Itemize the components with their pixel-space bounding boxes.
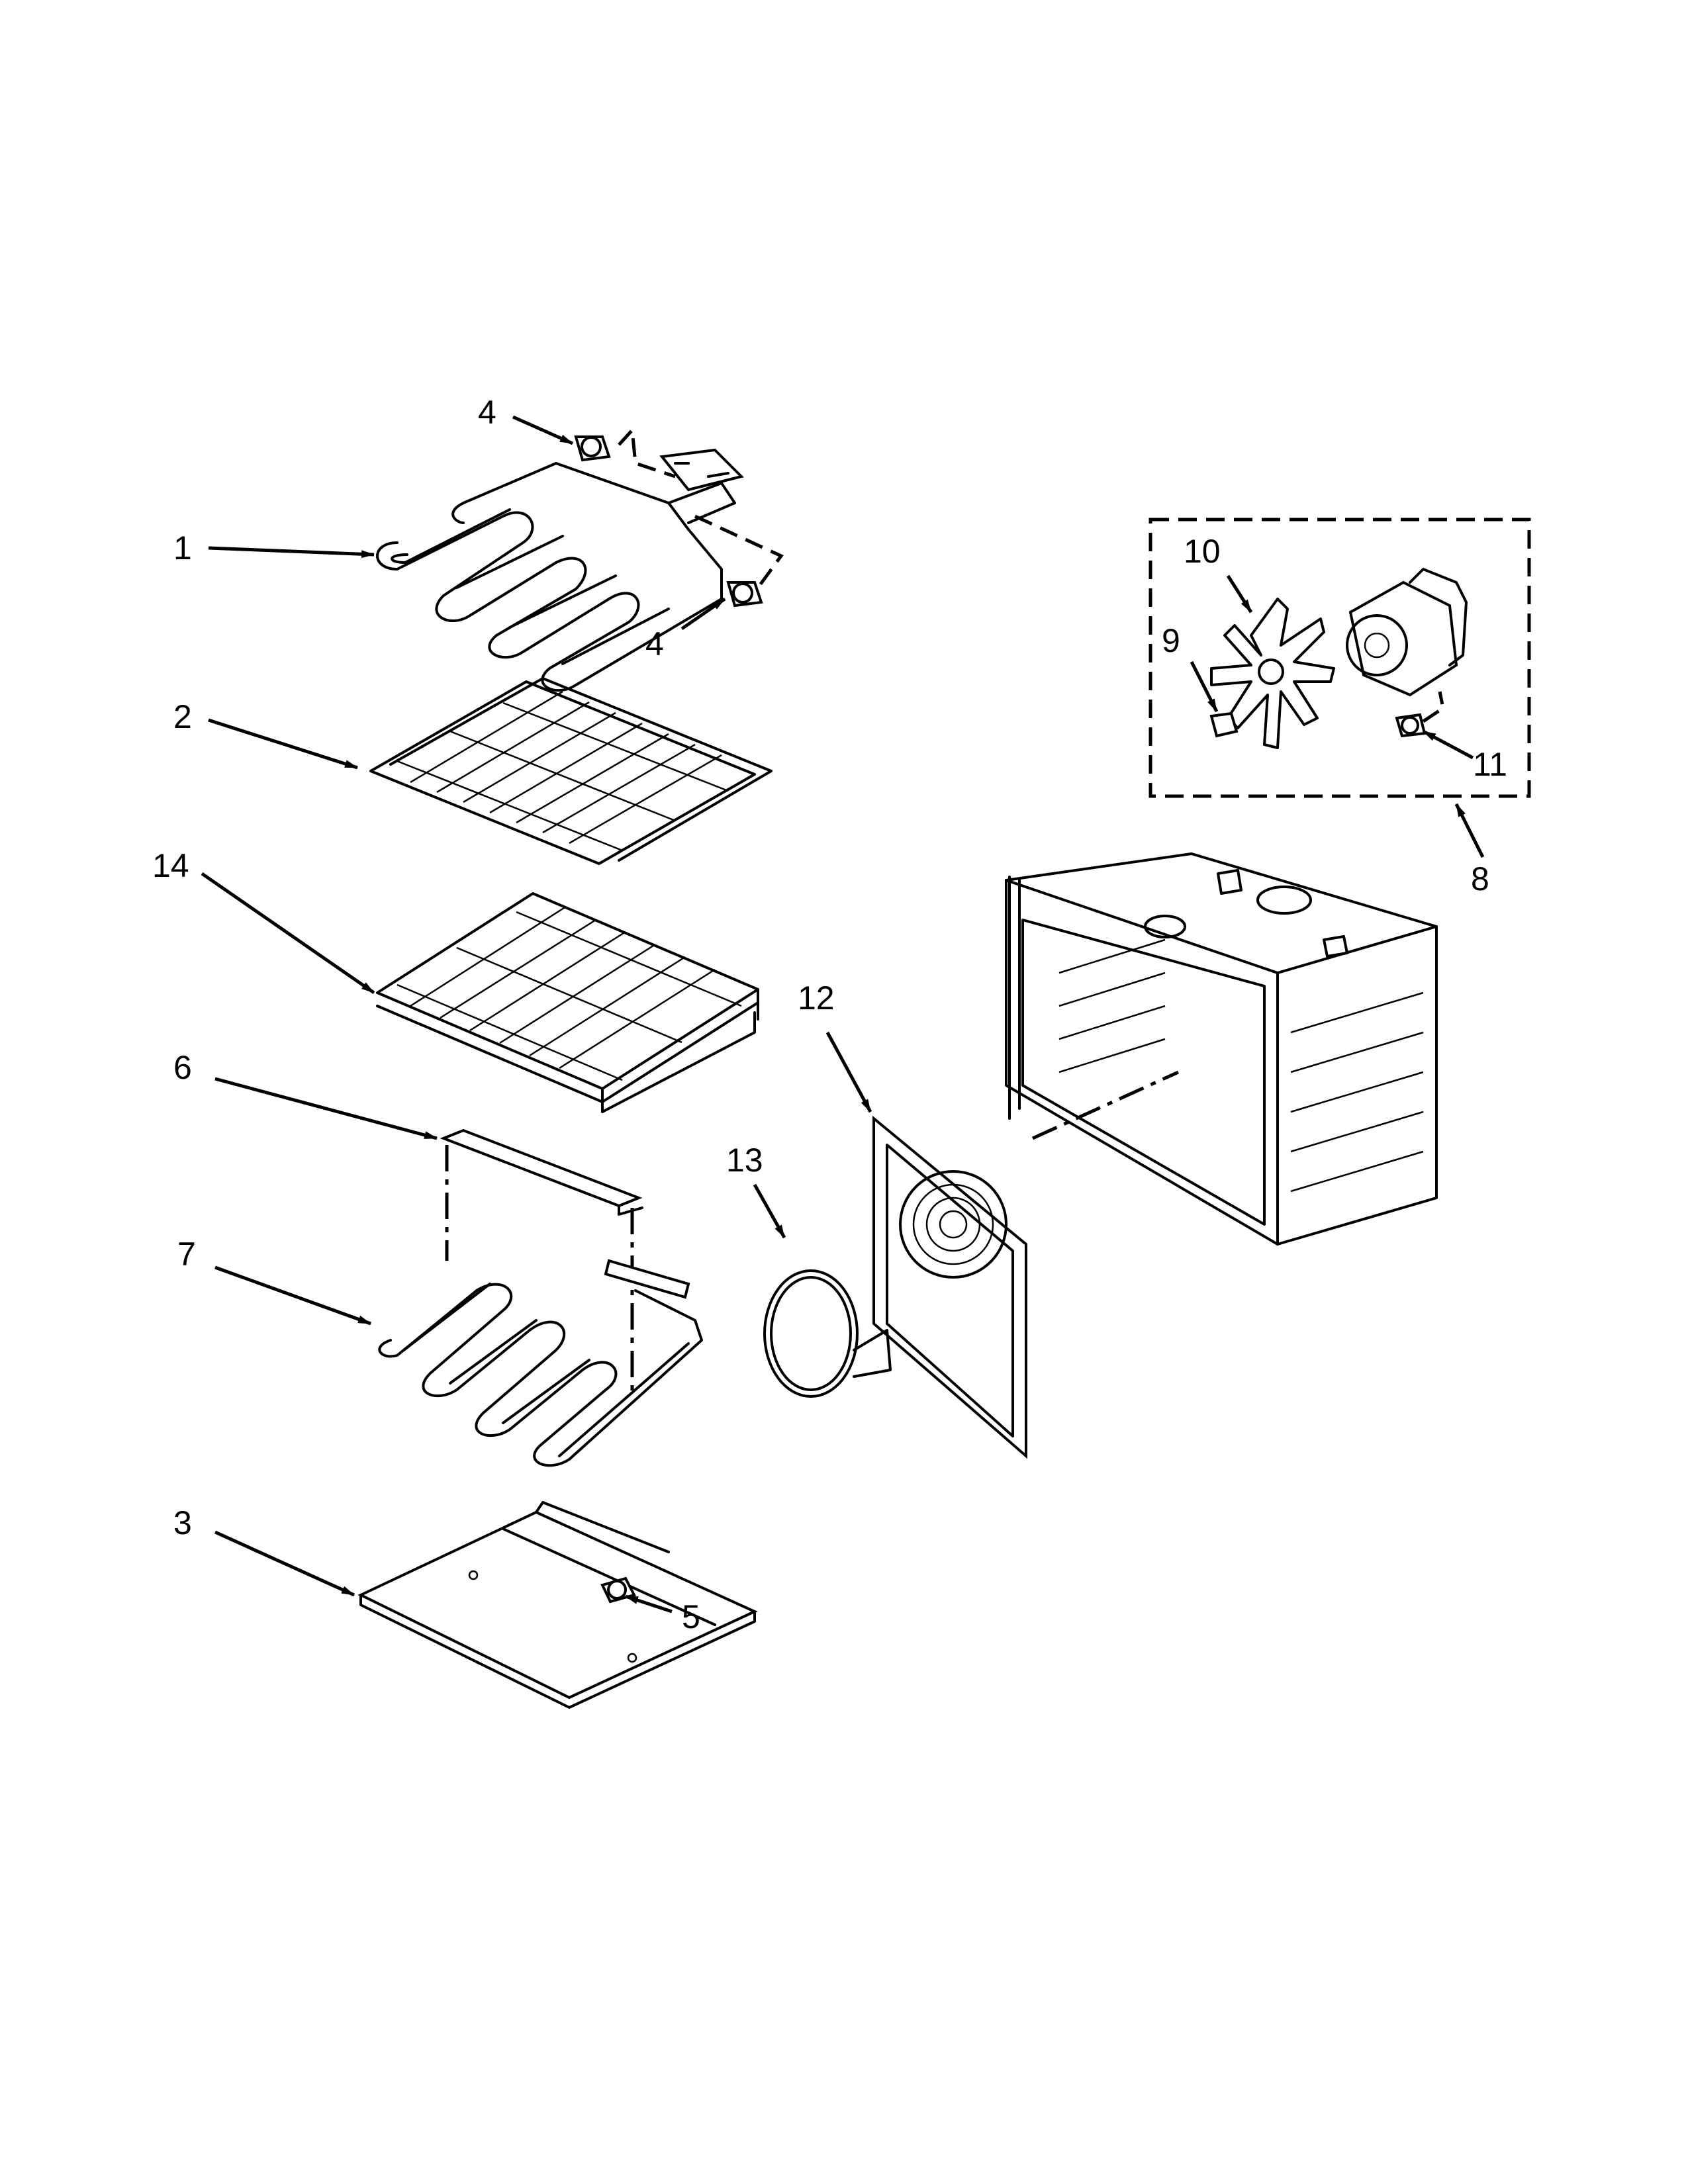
callout-8: 8	[1471, 860, 1489, 897]
callout-5: 5	[682, 1598, 700, 1635]
callout-6: 6	[173, 1049, 192, 1086]
screw-bottom	[726, 581, 763, 608]
leader-line-1	[208, 546, 375, 559]
callout-4-bottom: 4	[645, 625, 664, 662]
leader-line-5	[625, 1594, 673, 1614]
callout-13: 13	[726, 1142, 763, 1179]
motor-screw	[1395, 713, 1427, 738]
callout-14: 14	[152, 847, 189, 884]
fan-motor	[1346, 568, 1468, 697]
leader-line-6	[214, 1077, 438, 1140]
leader-line-3	[214, 1530, 355, 1597]
glide-rack	[376, 892, 759, 1113]
fan-blade	[1210, 598, 1335, 749]
screw-guide-line-2	[694, 514, 784, 589]
convection-element	[763, 1269, 892, 1398]
fan-cover	[872, 1115, 1027, 1459]
terminal-bracket	[659, 448, 744, 492]
screw-guide-line-1	[618, 426, 676, 478]
shield-bar	[440, 1128, 643, 1216]
leader-line-11	[1422, 729, 1474, 760]
fan-nut	[1209, 711, 1239, 738]
callout-1: 1	[173, 529, 192, 567]
leader-line-7	[214, 1265, 371, 1326]
leader-line-4-bottom	[680, 597, 726, 631]
motor-screw-guide-line	[1422, 691, 1445, 723]
callout-11: 11	[1473, 746, 1507, 783]
leader-line-8	[1454, 803, 1485, 858]
callout-2: 2	[173, 698, 192, 735]
bake-element	[378, 1259, 703, 1467]
screw-top	[574, 435, 611, 462]
leader-line-2	[208, 718, 358, 770]
callout-3: 3	[173, 1504, 192, 1541]
leader-line-10	[1226, 574, 1253, 614]
leader-line-4-top	[512, 415, 574, 445]
oven-rack	[369, 677, 773, 865]
oven-cavity	[1005, 852, 1438, 1246]
leader-line-9	[1190, 660, 1219, 713]
leader-line-13	[753, 1183, 786, 1239]
callout-10: 10	[1184, 533, 1221, 570]
leader-line-14	[201, 872, 375, 995]
bottom-panel	[357, 1501, 758, 1709]
cavity-guide-line	[1031, 1070, 1180, 1140]
fan-assembly-box	[1149, 518, 1531, 798]
callout-12: 12	[798, 979, 835, 1017]
leader-line-12	[825, 1031, 872, 1113]
callout-7: 7	[177, 1236, 196, 1273]
broil-element	[376, 462, 736, 692]
callout-9: 9	[1162, 622, 1180, 659]
callout-4-top: 4	[478, 394, 496, 431]
